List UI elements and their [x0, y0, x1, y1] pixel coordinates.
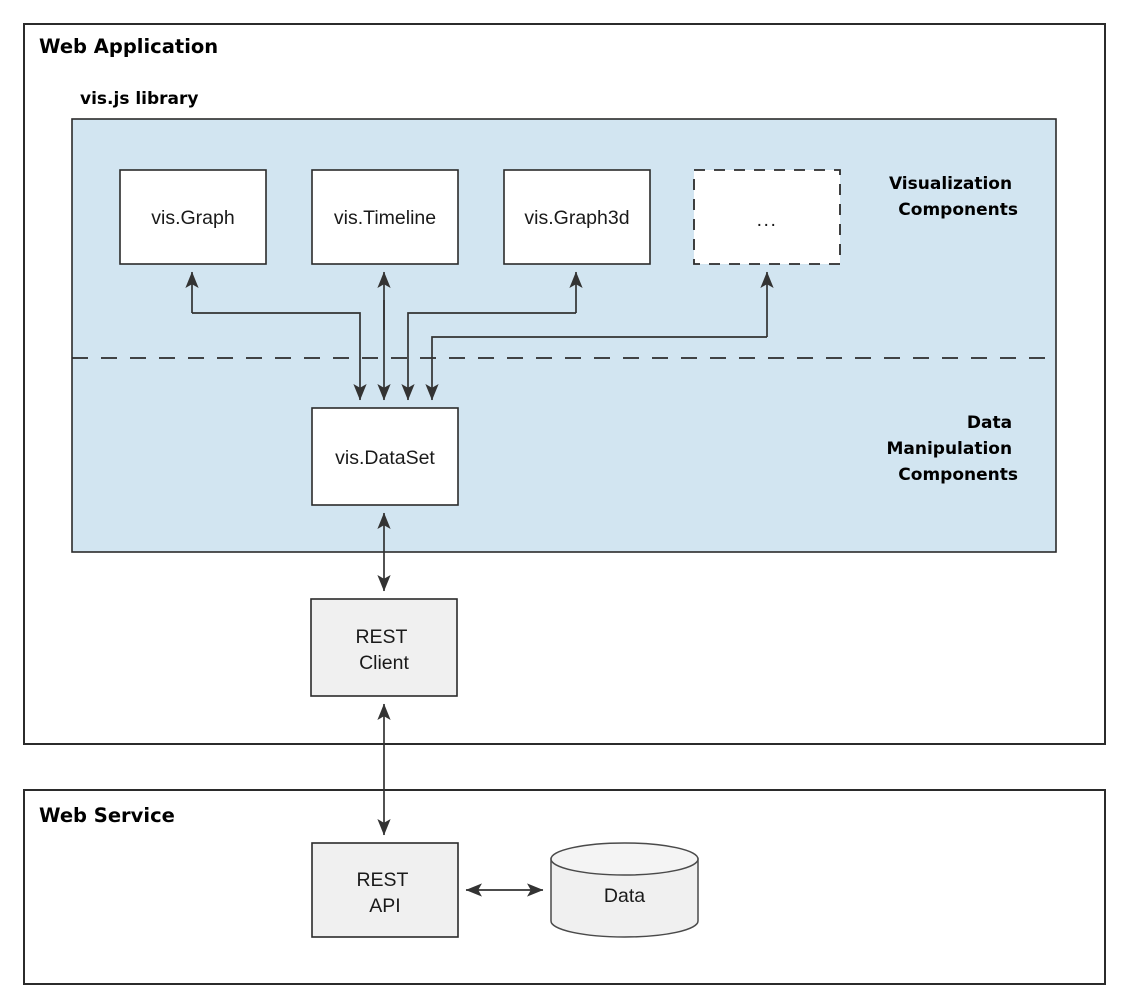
data-cylinder-top: [550, 842, 699, 876]
node-vis-dataset[interactable]: vis.DataSet: [311, 407, 459, 506]
connector-more-elbow: [425, 336, 767, 401]
vis-js-library-title: vis.js library: [80, 89, 199, 109]
node-vis-graph-rect: [119, 169, 267, 265]
node-rest-client-label: REST Client: [355, 626, 412, 674]
data-manipulation-components-label: Data Manipulation Components: [886, 413, 1018, 485]
node-vis-graph-label: vis.Graph: [151, 207, 234, 229]
node-data-store-label: Data: [604, 885, 645, 907]
web-service-title: Web Service: [39, 804, 175, 827]
web-application-title: Web Application: [39, 35, 218, 58]
node-vis-graph[interactable]: vis.Graph: [119, 169, 267, 265]
node-more-components[interactable]: ...: [693, 169, 841, 265]
node-vis-timeline[interactable]: vis.Timeline: [311, 169, 459, 265]
visualization-components-label: Visualization Components: [889, 174, 1018, 220]
node-rest-client[interactable]: REST Client: [310, 598, 458, 697]
node-rest-api[interactable]: REST API: [311, 842, 459, 938]
node-vis-graph3d[interactable]: vis.Graph3d: [503, 169, 651, 265]
node-rest-client-rect: [310, 598, 458, 697]
node-rest-api-label: REST API: [356, 869, 413, 917]
node-rest-api-rect: [311, 842, 459, 938]
node-vis-graph3d-label: vis.Graph3d: [524, 207, 629, 229]
connector-graph-elbow: [192, 312, 367, 401]
node-vis-dataset-label: vis.DataSet: [335, 447, 435, 469]
node-vis-timeline-label: vis.Timeline: [334, 207, 436, 229]
node-data-store[interactable]: Data: [550, 842, 699, 938]
node-more-components-rect: [693, 169, 841, 265]
data-cylinder-body: [550, 858, 699, 938]
connector-graph3d-elbow: [401, 312, 576, 401]
node-vis-graph3d-rect: [503, 169, 651, 265]
node-more-components-label: ...: [757, 209, 778, 231]
node-vis-dataset-rect: [311, 407, 459, 506]
node-vis-timeline-rect: [311, 169, 459, 265]
